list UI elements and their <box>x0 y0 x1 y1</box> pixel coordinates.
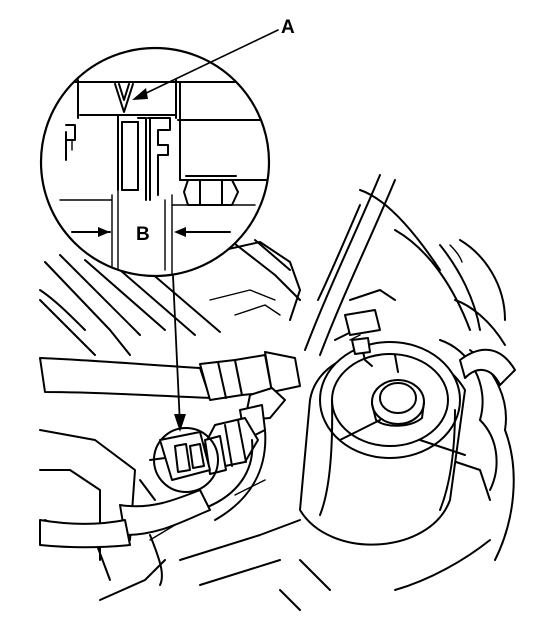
callout-label-b: B <box>136 224 150 245</box>
callout-label-a: A <box>281 17 295 38</box>
line-fitting <box>202 387 286 521</box>
sensor-connector <box>39 427 219 586</box>
callout-arrows <box>132 29 279 432</box>
rubber-hose <box>39 351 301 401</box>
oil-filter <box>299 289 516 546</box>
detail-magnifier <box>39 46 271 278</box>
